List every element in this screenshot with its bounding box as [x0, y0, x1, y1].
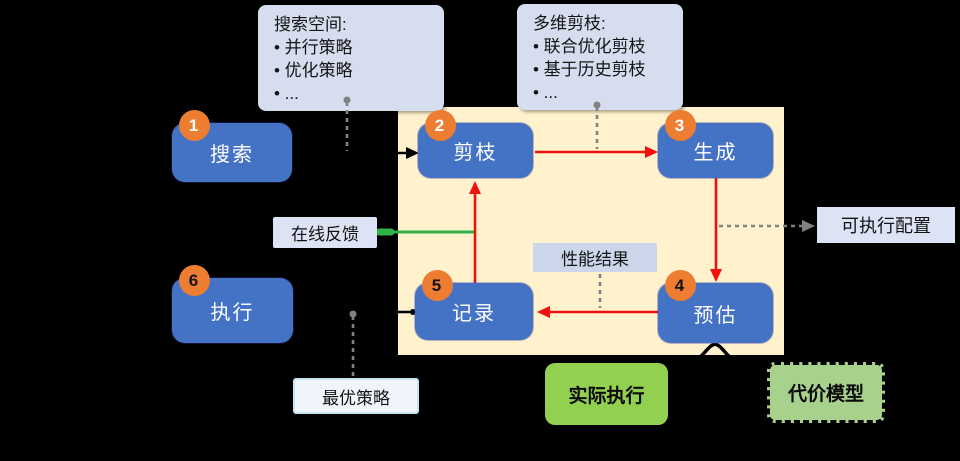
- step-badge-4: 4: [665, 270, 696, 301]
- step-badge-6: 6: [179, 265, 210, 296]
- callout-item: • ...: [533, 83, 558, 102]
- actual-execution-box: 实际执行: [545, 363, 668, 425]
- node-search[interactable]: 1 搜索: [172, 110, 292, 182]
- dash-arrowhead: [802, 220, 815, 232]
- callout-multi-prune: 多维剪枝: • 联合优化剪枝 • 基于历史剪枝 • ...: [517, 4, 683, 110]
- callout-item: • 并行策略: [274, 38, 353, 57]
- node-generate[interactable]: 3 生成: [658, 110, 773, 178]
- node-label: 搜索: [210, 144, 254, 166]
- node-prune[interactable]: 2 剪枝: [418, 110, 533, 178]
- optimal-strategy-label: 最优策略: [293, 378, 419, 414]
- performance-result-label: 性能结果: [533, 243, 657, 272]
- callout-item: • ...: [274, 84, 299, 103]
- node-label: 预估: [693, 304, 738, 327]
- step-badge-5: 5: [422, 270, 453, 301]
- callout-item: • 联合优化剪枝: [533, 37, 646, 56]
- node-estimate[interactable]: 4 预估: [658, 270, 773, 343]
- dash-dot: [349, 310, 357, 318]
- node-label: 记录: [452, 303, 496, 325]
- callout-item: • 优化策略: [274, 61, 353, 80]
- step-badge-1: 1: [179, 110, 210, 141]
- callout-title: 搜索空间:: [274, 15, 347, 34]
- online-feedback-label: 在线反馈: [273, 217, 377, 248]
- cost-model-box: 代价模型: [767, 362, 885, 423]
- node-execute[interactable]: 6 执行: [172, 265, 293, 343]
- node-label: 执行: [210, 302, 255, 324]
- step-badge-2: 2: [425, 110, 456, 141]
- callout-title: 多维剪枝:: [533, 14, 606, 33]
- executable-config-label: 可执行配置: [817, 207, 955, 243]
- callout-search-space: 搜索空间: • 并行策略 • 优化策略 • ...: [258, 5, 444, 111]
- node-label: 剪枝: [453, 142, 498, 164]
- node-record[interactable]: 5 记录: [415, 270, 533, 340]
- step-badge-3: 3: [665, 110, 696, 141]
- callout-item: • 基于历史剪枝: [533, 60, 646, 79]
- node-label: 生成: [693, 142, 738, 164]
